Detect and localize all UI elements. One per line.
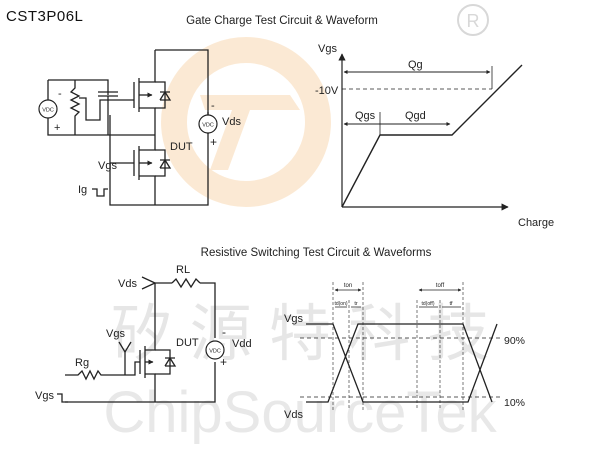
- sw-vgs-pulse-label: Vgs: [35, 390, 54, 402]
- watermark-en: ChipSourceTek: [103, 380, 497, 445]
- sw-vdd-minus: -: [222, 325, 226, 339]
- gc-circuit-sources: VDC - + VDC Vds - + DUT Vgs Ig: [38, 88, 241, 196]
- sw-vds-label-wave: Vds: [284, 409, 303, 421]
- sw-vdd-source-label: VDC: [209, 349, 221, 355]
- switching-circuit-labels: VDC Vdd - + Vds RL Vgs DUT Rg Vgs: [35, 264, 252, 402]
- gc-y-label: Vgs: [318, 43, 337, 55]
- gc-vds-label: Vds: [222, 116, 241, 128]
- sw-90pct-label: 90%: [504, 335, 525, 347]
- sw-tdoff-label: td(off): [422, 301, 435, 307]
- sw-10pct-label: 10%: [504, 397, 525, 409]
- sw-tr-label: tr: [354, 301, 358, 307]
- gc-level-label: -10V: [315, 85, 339, 97]
- part-number: CST3P06L: [6, 8, 84, 25]
- sw-dut-label: DUT: [176, 337, 199, 349]
- sw-time-markers: [332, 282, 464, 410]
- switching-title: Resistive Switching Test Circuit & Wavef…: [201, 247, 432, 259]
- gc-vds-source-label: VDC: [202, 123, 214, 129]
- gc-vds-minus: -: [211, 100, 215, 112]
- gc-qgd-label: Qgd: [405, 110, 426, 122]
- gate-charge-title: Gate Charge Test Circuit & Waveform: [186, 15, 378, 27]
- gate-charge-circuit: [47, 49, 209, 206]
- sw-vdd-label: Vdd: [232, 338, 252, 350]
- gc-vdc-source: [38, 99, 58, 119]
- gc-vgs-label: Vgs: [98, 160, 117, 172]
- sw-vdd-source: [205, 340, 225, 360]
- gc-vgs-curve: [341, 64, 523, 208]
- svg-text:R: R: [467, 11, 480, 31]
- gc-ig-label: Ig: [78, 184, 87, 196]
- gc-vds-plus: +: [210, 135, 217, 149]
- sw-rl-label: RL: [176, 264, 190, 276]
- watermark: R 矽 源 特 科 技 ChipSourceTek: [103, 4, 498, 445]
- gc-x-label: Charge: [518, 217, 554, 229]
- gate-charge-waveform: Vgs -10V Qg Qgs Qgd Charge: [315, 43, 554, 229]
- gc-vdc-label: VDC: [42, 108, 54, 114]
- sw-ton-label: ton: [344, 283, 352, 289]
- gc-vds-source: [198, 114, 218, 134]
- registered-mark: R: [457, 4, 489, 36]
- gc-plus: +: [54, 122, 60, 134]
- sw-rg-label: Rg: [75, 357, 89, 369]
- switching-circuit: [57, 276, 216, 403]
- sw-toff-label: toff: [436, 283, 445, 289]
- switching-waveforms: ton toff td(on) tr td(off) tf Vgs Vds 90…: [284, 282, 525, 421]
- gc-qg-label: Qg: [408, 59, 423, 71]
- gc-dut-label: DUT: [170, 141, 193, 153]
- gc-minus: -: [58, 88, 62, 100]
- sw-wave-b: [306, 323, 493, 403]
- sw-vgs-label: Vgs: [106, 328, 125, 340]
- sw-vdd-plus: +: [220, 355, 227, 369]
- sw-tdon-label: td(on): [334, 301, 347, 307]
- sw-vgs-label-wave: Vgs: [284, 313, 303, 325]
- sw-tf-label: tf: [449, 301, 453, 307]
- sw-vds-label: Vds: [118, 278, 137, 290]
- watermark-logo: [161, 37, 331, 207]
- gc-qgs-label: Qgs: [355, 110, 376, 122]
